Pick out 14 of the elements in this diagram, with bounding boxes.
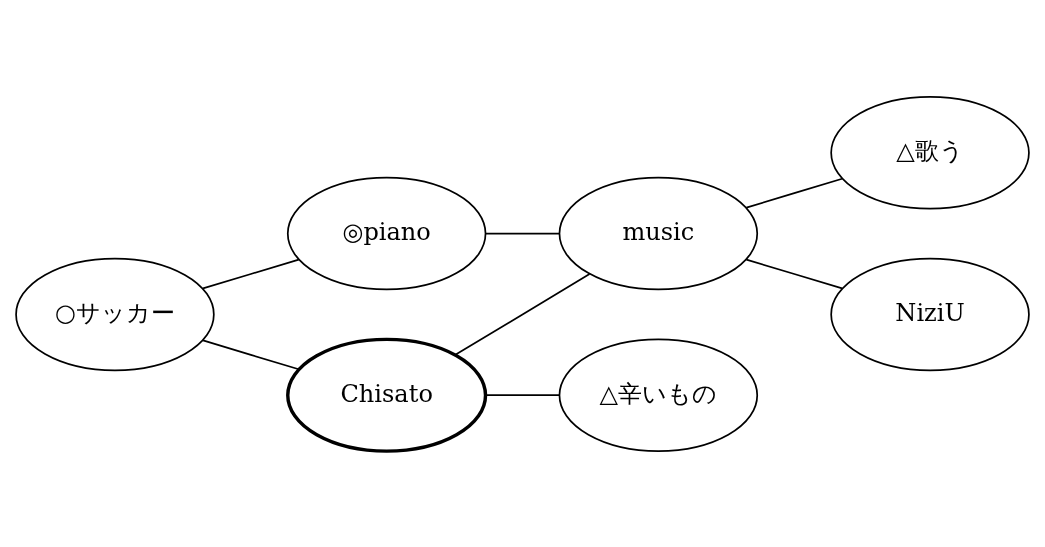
node-ellipse: ◎piano xyxy=(286,176,487,290)
connector xyxy=(454,272,591,356)
connector xyxy=(745,258,843,289)
connector xyxy=(202,258,300,289)
connector xyxy=(485,393,560,396)
node-ellipse: Chisato xyxy=(286,337,488,453)
node-ellipse: music xyxy=(558,176,759,290)
node-ellipse: ○サッカー xyxy=(15,257,215,371)
connector xyxy=(202,339,300,370)
connector xyxy=(485,232,560,234)
node-ellipse: △歌う xyxy=(830,95,1030,209)
node-ellipse: △辛いもの xyxy=(558,338,759,452)
connector xyxy=(745,177,843,208)
node-ellipse: NiziU xyxy=(830,257,1030,371)
